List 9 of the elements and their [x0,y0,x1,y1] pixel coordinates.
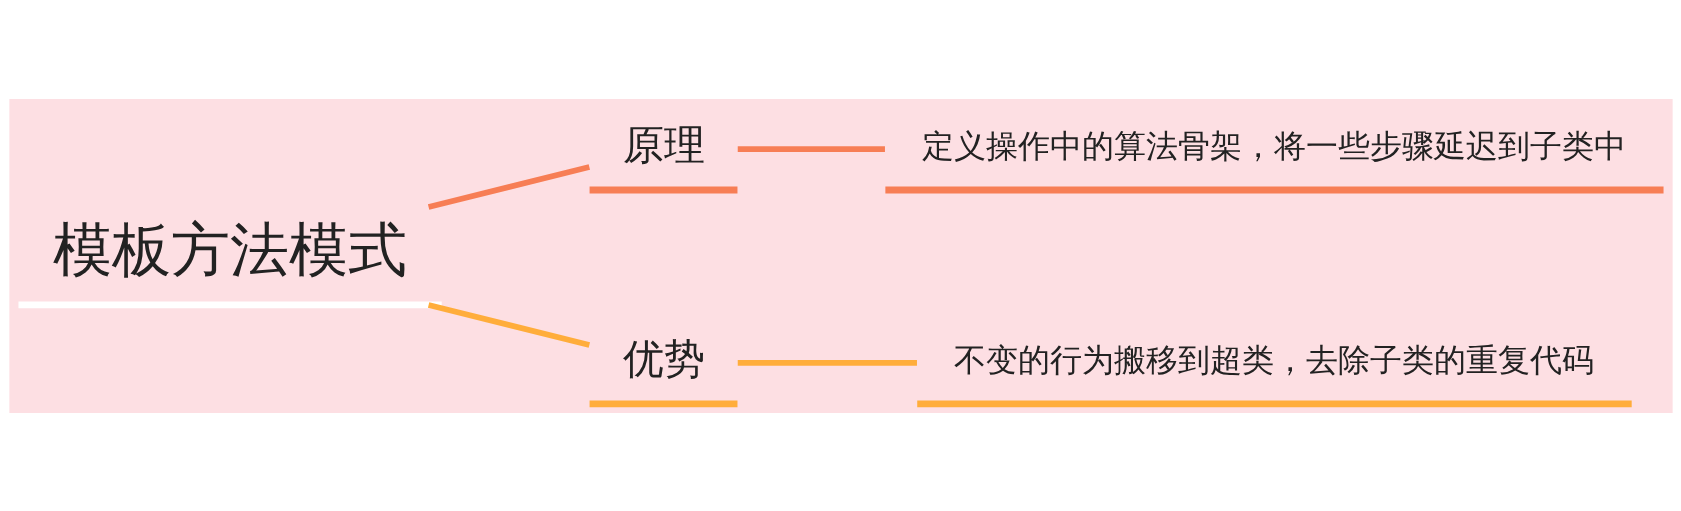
node-text: 不变的行为搬移到超类，去除子类的重复代码 [953,340,1594,379]
node-text: 定义操作中的算法骨架，将一些步骤延迟到子类中 [921,126,1626,165]
connector [737,359,917,366]
connector [737,145,885,152]
node-text: 原理 [622,120,705,169]
node-text: 模板方法模式 [52,214,407,284]
connector [427,301,590,348]
connector [427,163,590,210]
node-text: 优势 [622,334,705,383]
